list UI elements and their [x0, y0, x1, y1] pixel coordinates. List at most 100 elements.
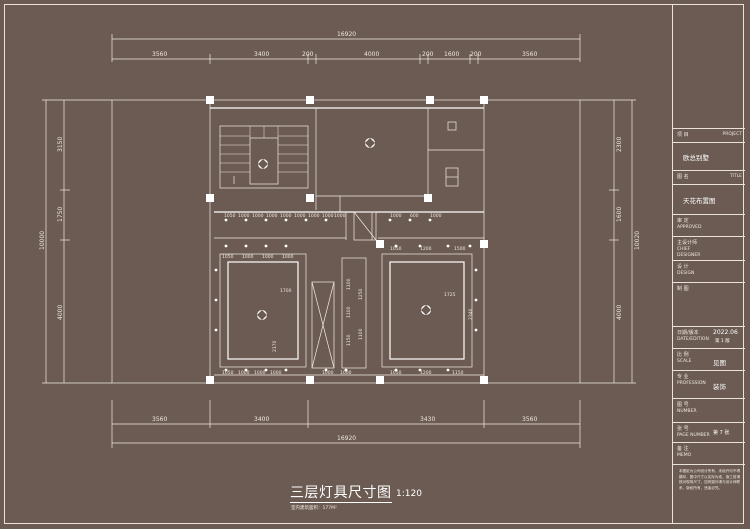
tb-profession-row: 专 业 PROFESSION 装饰	[673, 370, 745, 398]
dim-top-3: 200	[302, 51, 314, 58]
tb-project-value-row: 欧总别墅	[673, 142, 745, 170]
row-top-right-1: 1000	[390, 213, 402, 219]
tb-design-row: 设 计 DESIGN	[673, 260, 745, 282]
tb-page-value: 第 7 张	[713, 430, 730, 436]
tb-number-row: 图 号 NUMBER	[673, 398, 745, 422]
tb-page-row: 张 号 PAGE NUMBER 第 7 张	[673, 422, 745, 442]
tb-profession-label-en: PROFESSION	[677, 381, 706, 386]
plan-title: 三层灯具尺寸图	[290, 485, 392, 503]
plan-scale: 1:120	[396, 489, 422, 499]
tb-profession-label: 专 业	[677, 374, 689, 380]
lamp-label-1: 1700	[280, 288, 292, 294]
tb-number-label-en: NUMBER	[677, 409, 697, 414]
tb-title-value-row: 天花布置图	[673, 184, 745, 214]
dim-top-5: 200	[422, 51, 434, 58]
row-top-left-3: 1000	[252, 213, 264, 219]
tb-approved-label: 审 定	[677, 218, 689, 224]
lamp-label-2: 2170	[272, 340, 278, 352]
tb-scale-label-en: SCALE	[677, 359, 692, 364]
tb-memo-text: 本图纸为公司设计所有，未经许可不得翻印，图中尺寸以实际为准，施工前请核对现场尺寸…	[679, 469, 741, 490]
row-mid-right-3: 1500	[454, 246, 466, 252]
dim-left-2: 1750	[57, 207, 64, 222]
row-top-left-1: 1050	[224, 213, 236, 219]
row-top-left-9: 1000	[334, 213, 346, 219]
tb-page-label: 张 号	[677, 426, 689, 432]
dim-left-1: 3150	[57, 137, 64, 152]
row-bottom-right-3: 1150	[452, 370, 464, 376]
dim-right-1: 2300	[616, 137, 623, 152]
tb-scale-label: 比 例	[677, 352, 689, 358]
dim-bottom-3: 3430	[420, 416, 435, 423]
ceiling-plan-drawing: 16920 3560 3400 200 4000 200 1600 200 35…	[39, 31, 641, 448]
row-bottom-right-1: 1050	[390, 370, 402, 376]
row-mid-left-2: 1000	[242, 254, 254, 260]
tb-memo-row: 备 注 MEMO	[673, 442, 745, 464]
row-top-left-8: 1000	[322, 213, 334, 219]
row-mid-left-4: 1000	[282, 254, 294, 260]
dim-top-1: 3560	[152, 51, 167, 58]
dim-right-3: 4000	[616, 305, 623, 320]
inner-dimension-labels: 1050 1000 1000 1000 1000 1000 1000 1000 …	[222, 213, 474, 376]
lamp-label-7: 1150	[346, 334, 352, 346]
tb-chief-label-en: CHIEF DESIGNER	[677, 247, 701, 258]
row-mid-left-1: 1050	[222, 254, 234, 260]
plan-area-note: 室内建筑面积：177M²	[291, 506, 337, 511]
row-mid-right-2: 1200	[420, 246, 432, 252]
dim-bottom-total: 16920	[337, 435, 356, 442]
lamp-hall	[365, 138, 375, 148]
tb-chief-label: 主设计师	[677, 240, 698, 246]
tb-project-label: 项 目	[677, 132, 689, 138]
lamp-stair	[258, 159, 268, 169]
dim-bottom-4: 3560	[522, 416, 537, 423]
row-bottom-left-4: 1000	[270, 370, 282, 376]
tb-title-label-en: TITLE	[729, 174, 742, 179]
title-block: 项 目 PROJECT 欧总别墅 图 名 TITLE 天花布置图 审 定 APP…	[672, 4, 745, 524]
lamp-label-4: 2340	[468, 308, 474, 320]
lamp-label-6: 1100	[346, 306, 352, 318]
dim-top-8: 3560	[522, 51, 537, 58]
row-bottom-left-3: 1000	[254, 370, 266, 376]
tb-design-label-en: DESIGN	[677, 271, 695, 276]
row-top-left-2: 1000	[238, 213, 250, 219]
lamp-label-8: 1250	[358, 288, 364, 300]
row-mid-right-1: 1050	[390, 246, 402, 252]
dim-right-2: 1600	[616, 207, 623, 222]
tb-memo-text-row: 本图纸为公司设计所有，未经许可不得翻印，图中尺寸以实际为准，施工前请核对现场尺寸…	[673, 464, 745, 524]
tb-number-label: 图 号	[677, 402, 689, 408]
row-bottom-left-5: 1000	[322, 370, 334, 376]
lamp-label-3: 1725	[444, 292, 456, 298]
dim-top-7: 200	[470, 51, 482, 58]
row-top-left-6: 1000	[294, 213, 306, 219]
building-outline	[111, 99, 581, 384]
row-bottom-right-2: 1200	[420, 370, 432, 376]
tb-memo-label: 备 注	[677, 446, 689, 452]
dim-top-total: 16920	[337, 31, 356, 38]
lamp-left-room	[257, 310, 267, 320]
top-dimension-chain: 16920 3560 3400 200 4000 200 1600 200 35…	[111, 31, 581, 64]
tb-scale-value: 见图	[713, 359, 726, 367]
tb-project-header: 项 目 PROJECT	[673, 128, 745, 142]
row-bottom-left-6: 1000	[340, 370, 352, 376]
lamp-right-room	[421, 305, 431, 315]
lamp-label-9: 1100	[358, 328, 364, 340]
row-bottom-left-2: 1000	[238, 370, 250, 376]
tb-approved-row: 审 定 APPROVED	[673, 214, 745, 236]
row-mid-left-3: 1000	[262, 254, 274, 260]
dim-top-6: 1600	[444, 51, 459, 58]
dim-bottom-2: 3400	[254, 416, 269, 423]
upper-right-fixtures	[445, 121, 459, 187]
structural-columns	[206, 96, 488, 384]
tb-draw-row: 制 图	[673, 282, 745, 326]
tb-date-row: 日期/版本 DATE/EDITION 2022.06 第 1 版	[673, 326, 745, 348]
lamp-label-5: 1100	[346, 278, 352, 290]
row-top-left-4: 1000	[266, 213, 278, 219]
tb-page-label-en: PAGE NUMBER	[677, 433, 710, 438]
drawing-sheet	[4, 4, 744, 524]
tb-scale-row: 比 例 SCALE 见图	[673, 348, 745, 370]
tb-profession-value: 装饰	[713, 383, 726, 391]
dim-bottom-1: 3560	[152, 416, 167, 423]
row-top-right-2: 600	[410, 213, 419, 219]
dim-left-total: 10000	[39, 231, 46, 250]
ceiling-panel-left	[219, 253, 307, 368]
row-bottom-left-1: 1050	[222, 370, 234, 376]
